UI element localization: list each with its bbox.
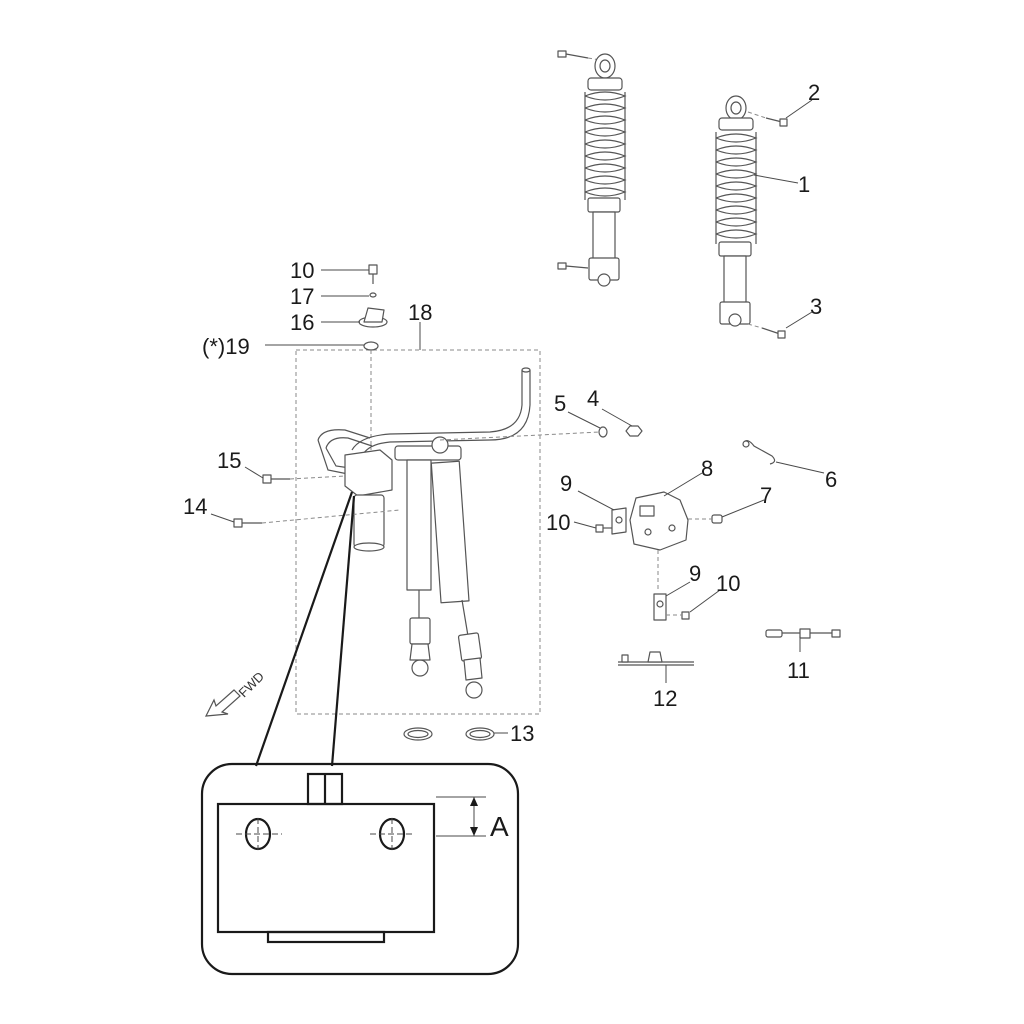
bolt-14	[233, 509, 401, 528]
spring-right	[715, 132, 758, 244]
bolt-bottom-left	[557, 262, 589, 270]
dimension-a	[436, 796, 486, 837]
plate-12	[618, 651, 694, 666]
callout-15: 15	[217, 448, 241, 473]
callout-18: 18	[408, 300, 432, 325]
washer-nut-4-5	[439, 425, 643, 441]
spring-left	[584, 91, 627, 200]
forward-direction-arrow	[204, 689, 241, 717]
callout-11: 11	[787, 658, 810, 683]
callout-10-top: 10	[290, 258, 314, 283]
sensor-11	[765, 628, 841, 639]
screw-7	[688, 514, 723, 524]
callout-6: 6	[825, 467, 837, 492]
bolt-2	[747, 111, 788, 127]
callout-13: 13	[510, 721, 534, 746]
clip-6	[742, 440, 776, 465]
callout-4: 4	[587, 386, 599, 411]
damper-cylinders	[394, 436, 483, 699]
bracket-9-lower	[653, 593, 667, 621]
bolt-top-left	[557, 50, 601, 61]
valve-block	[344, 449, 393, 552]
callout-14: 14	[183, 494, 207, 519]
bracket-9-upper	[611, 507, 627, 535]
fwd-label: FWD	[236, 669, 268, 701]
callout-9-upper: 9	[560, 471, 572, 496]
callout-7: 7	[760, 483, 772, 508]
shock-absorber-right	[715, 95, 758, 327]
damper-assembly-frame	[295, 349, 541, 715]
callout-1: 1	[798, 172, 810, 197]
callout-2: 2	[808, 80, 820, 105]
callout-17: 17	[290, 284, 314, 309]
bolt-10-upper	[595, 524, 612, 533]
detail-view	[200, 491, 520, 976]
o-rings-13	[403, 727, 495, 741]
callout-10-upper: 10	[546, 510, 570, 535]
callout-16: 16	[290, 310, 314, 335]
leader-lines	[210, 99, 825, 734]
callout-5: 5	[554, 391, 566, 416]
bolt-3	[747, 323, 786, 339]
bolt-10-lower	[666, 611, 690, 620]
callout-19: (*)19	[202, 334, 250, 359]
bracket-8	[629, 491, 689, 551]
top-hardware	[358, 264, 388, 450]
hoses	[317, 367, 531, 475]
bolt-15	[262, 474, 346, 484]
callout-8: 8	[701, 456, 713, 481]
dimension-label: A	[490, 811, 509, 842]
callout-9-lower: 9	[689, 561, 701, 586]
callout-12: 12	[653, 686, 677, 711]
callout-10-lower: 10	[716, 571, 740, 596]
callout-3: 3	[810, 294, 822, 319]
callout-labels: 1 2 3 4 5 6 7 8 9 10 9 10 11 12 13 14 15…	[183, 80, 837, 746]
shock-absorber-left	[557, 50, 627, 287]
